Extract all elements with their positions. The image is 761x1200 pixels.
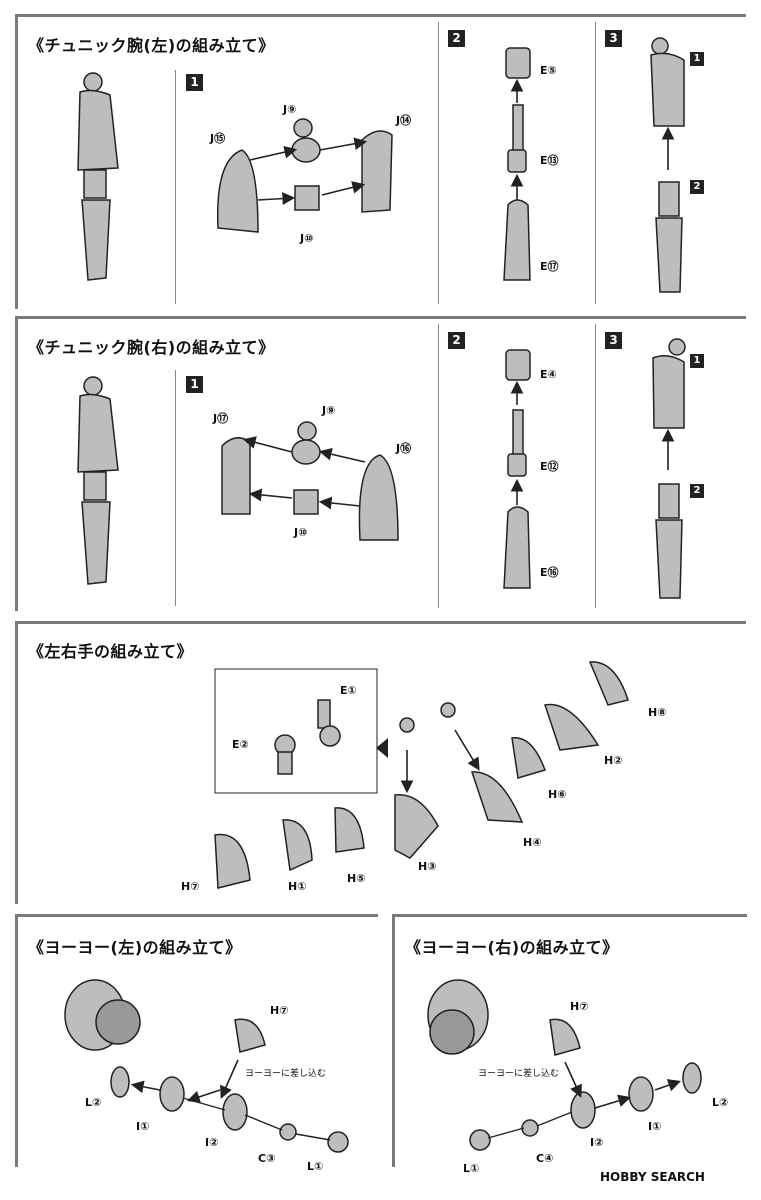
part-label: J⑨: [283, 103, 297, 116]
part-label: C③: [258, 1152, 276, 1165]
part-label: E⑯: [540, 566, 559, 579]
part-label: H⑧: [648, 706, 667, 719]
step-badge: 3: [605, 332, 622, 349]
part-label: L②: [85, 1096, 102, 1109]
divider: [175, 70, 176, 304]
part-label: J⑩: [300, 232, 314, 245]
part-label: J⑮: [210, 132, 226, 145]
part-label: J⑭: [396, 114, 412, 127]
part-label: E④: [540, 368, 557, 381]
part-label: H③: [418, 860, 437, 873]
section-arm-left-frame: [15, 14, 746, 309]
part-label: E⑬: [540, 154, 559, 167]
part-label: J⑩: [294, 526, 308, 539]
part-label: I①: [648, 1120, 662, 1133]
hobby-search-logo: HOBBY SEARCH: [600, 1170, 705, 1184]
part-label: E②: [232, 738, 249, 751]
section-yoyo-right-frame: [392, 914, 747, 1167]
section-title-yoyo-right: 《ヨーヨー(右)の組み立て》: [405, 938, 619, 957]
part-label: H①: [288, 880, 307, 893]
step-badge: 2: [690, 180, 704, 194]
part-label: I②: [205, 1136, 219, 1149]
part-label: E⑫: [540, 460, 559, 473]
part-label: E①: [340, 684, 357, 697]
divider: [175, 370, 176, 606]
divider: [438, 22, 439, 304]
part-label: E⑤: [540, 64, 557, 77]
section-yoyo-left-frame: [15, 914, 378, 1167]
part-label: H⑦: [270, 1004, 289, 1017]
part-label: J⑯: [396, 442, 412, 455]
step-badge: 2: [690, 484, 704, 498]
step-badge: 1: [690, 354, 704, 368]
section-hands-frame: [15, 621, 746, 904]
section-title-hands: 《左右手の組み立て》: [28, 642, 194, 661]
part-label: H④: [523, 836, 542, 849]
part-label: I①: [136, 1120, 150, 1133]
part-label: H②: [604, 754, 623, 767]
part-label: H⑦: [181, 880, 200, 893]
step-badge: 2: [448, 332, 465, 349]
step-badge: 2: [448, 30, 465, 47]
part-label: L①: [307, 1160, 324, 1173]
divider: [438, 324, 439, 608]
divider: [595, 22, 596, 304]
step-badge: 1: [186, 376, 203, 393]
step-badge: 3: [605, 30, 622, 47]
part-label: L①: [463, 1162, 480, 1175]
section-title-arm-right: 《チュニック腕(右)の組み立て》: [28, 338, 275, 357]
part-label: J⑰: [213, 412, 229, 425]
part-label: J⑨: [322, 404, 336, 417]
part-label: L②: [712, 1096, 729, 1109]
section-arm-right-frame: [15, 316, 746, 611]
section-title-arm-left: 《チュニック腕(左)の組み立て》: [28, 36, 275, 55]
part-label: H⑦: [570, 1000, 589, 1013]
part-label: C④: [536, 1152, 554, 1165]
part-label: H⑤: [347, 872, 366, 885]
insert-note: ヨーヨーに差し込む: [245, 1069, 327, 1079]
section-title-yoyo-left: 《ヨーヨー(左)の組み立て》: [28, 938, 242, 957]
part-label: H⑥: [548, 788, 567, 801]
part-label: E⑰: [540, 260, 559, 273]
divider: [595, 324, 596, 608]
step-badge: 1: [186, 74, 203, 91]
part-label: I②: [590, 1136, 604, 1149]
insert-note: ヨーヨーに差し込む: [478, 1069, 560, 1079]
step-badge: 1: [690, 52, 704, 66]
